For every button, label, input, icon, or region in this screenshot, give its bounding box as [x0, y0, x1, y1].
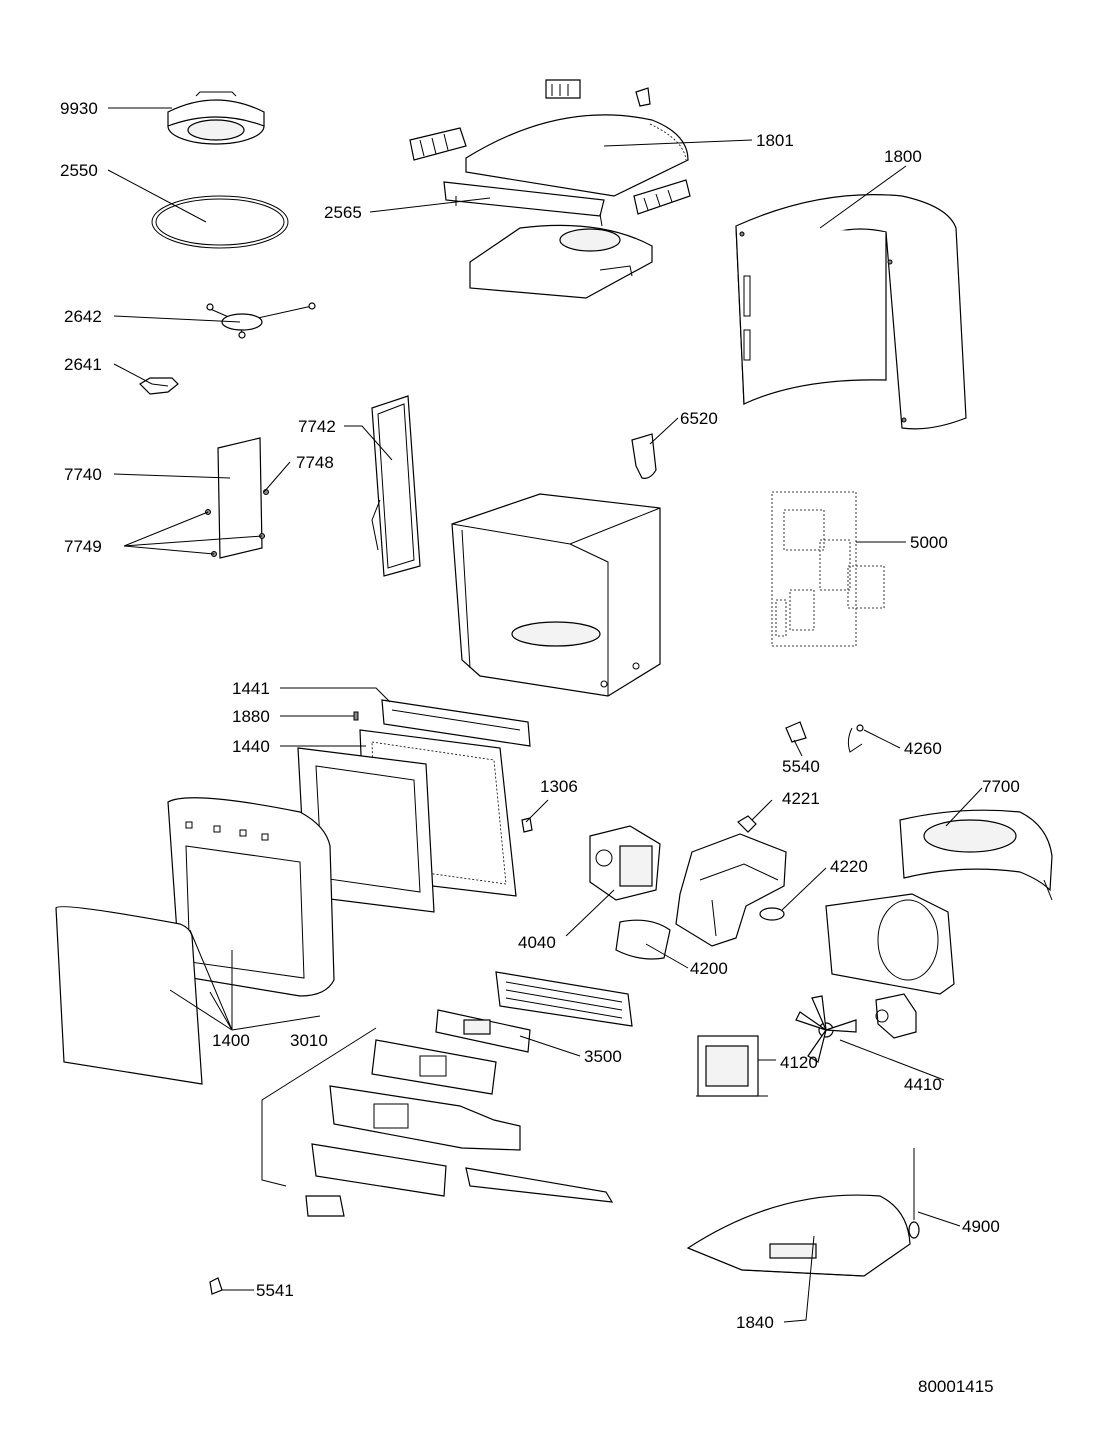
label-7740: 7740	[64, 465, 102, 484]
label-1840: 1840	[736, 1313, 774, 1332]
label-2642: 2642	[64, 307, 102, 326]
label-5540: 5540	[782, 757, 820, 776]
part-control-panel	[329, 1085, 521, 1151]
label-7700: 7700	[982, 777, 1020, 796]
part-3500-panel	[435, 1009, 531, 1053]
part-1441-strip	[381, 699, 531, 747]
part-4221-sensor	[737, 815, 757, 833]
part-5541-knob	[209, 1277, 223, 1295]
part-cavity-frame	[451, 493, 661, 697]
part-4040-magnetron	[589, 825, 661, 901]
part-2641-coupler	[139, 377, 179, 395]
part-1306-clip	[521, 817, 533, 833]
label-3500: 3500	[584, 1047, 622, 1066]
part-door-outer-frame	[167, 797, 335, 997]
label-4410: 4410	[904, 1075, 942, 1094]
part-fan-motor	[875, 993, 917, 1039]
part-2642-roller-support	[206, 302, 316, 339]
label-4221: 4221	[782, 789, 820, 808]
label-2565: 2565	[324, 203, 362, 222]
part-2565-rail	[443, 181, 605, 227]
label-1400: 1400	[212, 1031, 250, 1050]
part-1880-pin	[353, 711, 359, 721]
part-vent-grille	[495, 971, 633, 1027]
label-1306: 1306	[540, 777, 578, 796]
part-4200-cover	[615, 919, 671, 960]
label-5541: 5541	[256, 1281, 294, 1300]
part-2550-ring	[151, 195, 289, 249]
label-1441: 1441	[232, 679, 270, 698]
part-3010-circuit	[371, 1039, 497, 1095]
part-4900-probe	[908, 1148, 920, 1239]
part-7740-panel	[205, 437, 269, 559]
part-4260-sensor	[847, 724, 864, 753]
part-6520-lamp	[631, 433, 657, 479]
part-control-membrane	[305, 1143, 614, 1217]
label-4900: 4900	[962, 1217, 1000, 1236]
label-2641: 2641	[64, 355, 102, 374]
part-control-bracket	[675, 833, 787, 947]
part-1840-base	[686, 1194, 911, 1277]
label-4040: 4040	[518, 933, 556, 952]
part-7700-duct	[899, 809, 1053, 901]
label-7742: 7742	[298, 417, 336, 436]
label-4200: 4200	[690, 959, 728, 978]
leader-lines	[107, 107, 983, 1323]
label-6520: 6520	[680, 409, 718, 428]
label-9930: 9930	[60, 99, 98, 118]
part-labels: 9930 2550 2642 2641 7740 7748 7749 7742 …	[60, 99, 1020, 1396]
label-1440: 1440	[232, 737, 270, 756]
part-1400-door-glass	[55, 906, 203, 1085]
label-4120: 4120	[780, 1053, 818, 1072]
label-1801: 1801	[756, 131, 794, 150]
label-5000: 5000	[910, 533, 948, 552]
drawing-number: 80001415	[918, 1377, 994, 1396]
label-2550: 2550	[60, 161, 98, 180]
part-1801-top-cover	[409, 79, 691, 215]
part-1800-outer-shell	[735, 194, 967, 430]
part-7742-cover	[371, 395, 421, 577]
label-4260: 4260	[904, 739, 942, 758]
part-9930-plate	[167, 91, 265, 145]
label-1880: 1880	[232, 707, 270, 726]
label-1800: 1800	[884, 147, 922, 166]
label-4220: 4220	[830, 857, 868, 876]
label-7749: 7749	[64, 537, 102, 556]
part-4120-transformer	[696, 1035, 768, 1097]
part-fan-bracket	[825, 893, 955, 995]
part-5540-switch	[785, 721, 807, 743]
label-3010: 3010	[290, 1031, 328, 1050]
part-fan-housing	[469, 224, 653, 299]
label-7748: 7748	[296, 453, 334, 472]
part-5000-circuit-board	[771, 491, 885, 647]
part-4410-fan	[795, 995, 857, 1063]
